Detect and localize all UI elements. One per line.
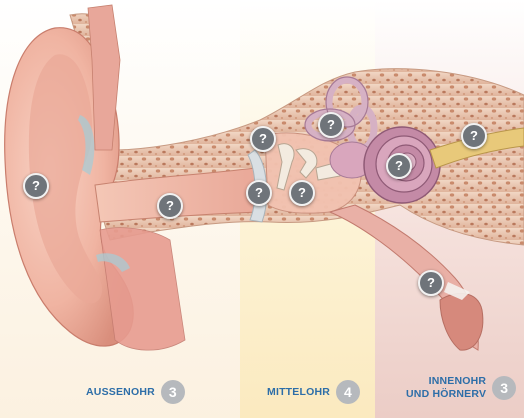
zone-title-middle-ear: MITTELOHR (267, 385, 331, 398)
cartilage (78, 115, 95, 175)
zone-title-inner-ear-line2: UND HÖRNERV (406, 388, 487, 400)
hotspot-semicircular-canals[interactable]: ? (318, 112, 344, 138)
eustachian-tube-cartilage (444, 282, 470, 300)
zone-label-middle-ear[interactable]: MITTELOHR 4 (267, 380, 361, 404)
scalp-skin (87, 4, 121, 151)
hotspot-auditory-nerve[interactable]: ? (461, 123, 487, 149)
hotspot-eardrum[interactable]: ? (246, 180, 272, 206)
zone-label-inner-ear[interactable]: INNENOHR UND HÖRNERV 3 (406, 375, 517, 401)
zone-title-outer-ear: AUSSENOHR (86, 385, 155, 398)
hotspot-cochlea[interactable]: ? (386, 153, 412, 179)
hotspot-ossicles-top[interactable]: ? (250, 126, 276, 152)
ossicle-incus (295, 148, 318, 179)
hotspot-tympanic-cavity[interactable]: ? (289, 180, 315, 206)
cartilage-lower (96, 253, 130, 272)
zone-count-middle-ear: 4 (336, 380, 361, 404)
zone-count-outer-ear: 3 (160, 380, 185, 404)
hotspot-eustachian-tube[interactable]: ? (418, 270, 444, 296)
eustachian-tube-opening (439, 292, 484, 351)
zone-label-outer-ear[interactable]: AUSSENOHR 3 (86, 380, 185, 404)
hotspot-ear-canal[interactable]: ? (157, 193, 183, 219)
zone-title-inner-ear: INNENOHR UND HÖRNERV (406, 375, 486, 401)
hotspot-pinna[interactable]: ? (23, 173, 49, 199)
pinna-inner-fold (28, 54, 103, 304)
zone-count-inner-ear: 3 (492, 376, 517, 400)
eustachian-tube (328, 204, 479, 351)
zone-title-inner-ear-line1: INNENOHR (428, 375, 487, 387)
ossicle-malleus (276, 143, 295, 191)
